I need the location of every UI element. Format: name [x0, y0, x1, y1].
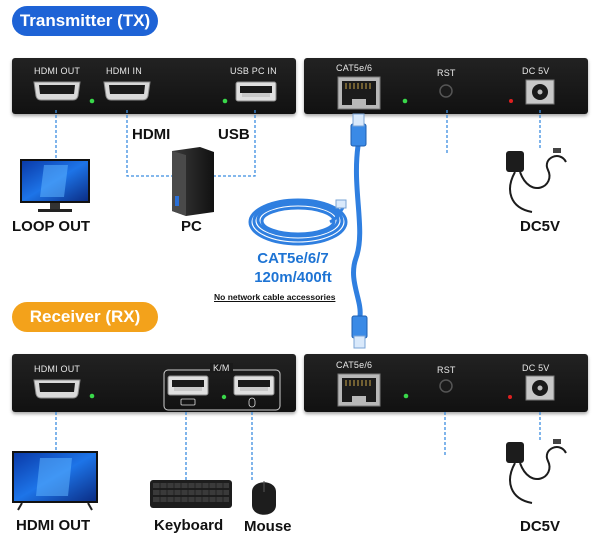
rx-usb-mouse-port [233, 375, 275, 396]
rx-hdmi-out-label: HDMI OUT [16, 517, 91, 534]
hdmi-out-tv-icon [12, 451, 98, 511]
rx-dc-jack [525, 375, 555, 401]
tx-hdmi-out-port [33, 81, 81, 101]
tx-dc-label: DC 5V [522, 66, 550, 76]
rx-dc5v-label: DC5V [520, 518, 561, 535]
rx-front-led-2 [221, 394, 227, 400]
cable-length-label: 120m/400ft [254, 269, 332, 286]
tx-usb-pc-in-port-label: USB PC IN [230, 66, 277, 76]
rx-cat-port-label: CAT5e/6 [336, 360, 373, 370]
tx-power-led [509, 99, 513, 103]
rx-hdmi-out-port [33, 379, 81, 399]
keyboard-icon [150, 480, 232, 508]
tx-rst-label: RST [437, 68, 456, 78]
tx-dc5v-label: DC5V [520, 218, 561, 235]
pc-tower-icon [172, 147, 214, 216]
cable-accessories-note: No network cable accessories [214, 292, 336, 302]
rx-power-adapter-icon [506, 439, 567, 504]
rx-usb-keyboard-port [167, 375, 209, 396]
tx-cat-port-label: CAT5e/6 [336, 63, 373, 73]
tx-rst-button [439, 84, 453, 98]
loop-out-label: LOOP OUT [12, 218, 91, 235]
tx-hdmi-in-port [103, 81, 151, 101]
network-cable-icon [350, 113, 368, 349]
rx-front-led-1 [89, 393, 95, 399]
rx-rst-button [439, 379, 453, 393]
mouse-label: Mouse [244, 518, 292, 535]
keyboard-glyph-icon [180, 398, 196, 406]
tx-rj45-port [337, 76, 381, 110]
tx-hdmi-in-port-label: HDMI IN [106, 66, 142, 76]
keyboard-label: Keyboard [154, 517, 224, 534]
tx-hdmi-out-port-label: HDMI OUT [34, 66, 81, 76]
tx-dc-jack [525, 79, 555, 105]
tx-power-adapter-icon [506, 148, 567, 213]
rx-hdmi-out-port-label: HDMI OUT [34, 364, 81, 374]
usb-label: USB [218, 126, 250, 143]
transmitter-title-badge: Transmitter (TX) [12, 6, 158, 36]
receiver-title-badge: Receiver (RX) [12, 302, 158, 332]
coiled-cable-icon [248, 198, 348, 246]
mouse-icon [252, 481, 276, 515]
tx-back-led [402, 98, 408, 104]
rx-km-label: K/M [210, 363, 233, 373]
loop-out-monitor-icon [20, 159, 90, 212]
rx-rst-label: RST [437, 365, 456, 375]
mouse-glyph-icon [248, 397, 256, 408]
rx-dc-label: DC 5V [522, 363, 550, 373]
rx-connection-lines [55, 412, 541, 480]
tx-front-led-2 [222, 98, 228, 104]
tx-front-led-1 [89, 98, 95, 104]
tx-usb-pc-in-port [235, 81, 277, 102]
hdmi-label: HDMI [132, 126, 171, 143]
pc-label: PC [181, 218, 202, 235]
cable-type-label: CAT5e/6/7 [257, 250, 329, 267]
rx-rj45-port [337, 373, 381, 407]
rx-power-led [508, 395, 512, 399]
rx-back-led [403, 393, 409, 399]
tx-connection-lines [55, 110, 541, 177]
